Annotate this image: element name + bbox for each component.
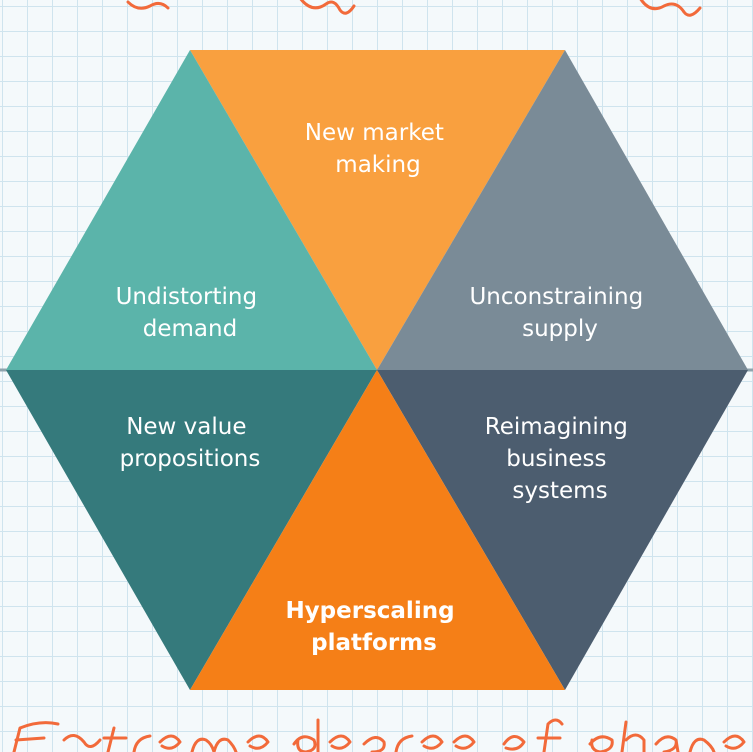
segment-lower-left (6, 370, 377, 690)
label-new-value-propositions: New value propositions (120, 414, 261, 472)
handwriting-top (126, 0, 702, 17)
label-undistorting-demand: Undistorting demand (116, 284, 265, 342)
segment-upper-left (6, 50, 377, 370)
segment-top (190, 50, 565, 370)
label-unconstraining-supply: Unconstraining supply (469, 284, 650, 342)
label-new-market-making: New market making (305, 120, 451, 178)
segment-bottom (190, 370, 565, 690)
handwriting-bottom (12, 718, 746, 752)
segment-lower-right (377, 370, 748, 690)
label-hyperscaling-platforms: Hyperscaling platforms (285, 598, 462, 656)
label-reimagining-business-systems: Reimagining business systems (485, 414, 635, 504)
segment-upper-right (377, 50, 748, 370)
